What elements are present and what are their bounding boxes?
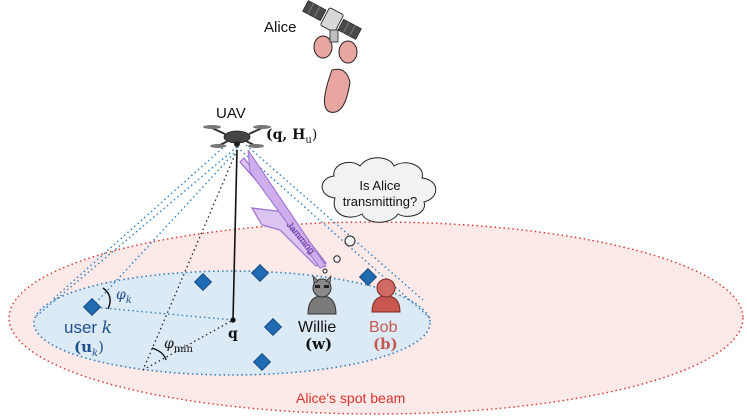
min-angle-line <box>142 149 238 371</box>
thought-line-2: transmitting? <box>343 194 417 209</box>
user-marker <box>82 297 102 317</box>
alice-label: Alice <box>264 19 297 36</box>
user-to-q-line <box>91 306 234 321</box>
uav-label: UAV <box>216 105 246 122</box>
user-marker <box>358 267 378 287</box>
altitude-line <box>232 149 238 321</box>
user-marker <box>263 317 283 337</box>
spot-beam-label: Alice's spot beam <box>296 390 405 406</box>
willie-icon <box>307 274 337 315</box>
q-point <box>230 317 236 323</box>
bob-icon <box>371 278 401 313</box>
user-pos-label: (uk) <box>74 338 104 359</box>
thought-line-1: Is Alice <box>359 178 400 193</box>
user-marker <box>193 272 213 292</box>
drone-icon <box>203 125 271 148</box>
willie-pos: (w) <box>305 335 332 353</box>
willie-label: Willie <box>298 319 336 336</box>
phi-k-label: φk <box>116 287 132 306</box>
phi-min-label: φmin <box>164 336 193 355</box>
phi-k-arc <box>102 287 111 310</box>
user-marker <box>250 263 270 283</box>
q-label: q <box>228 326 238 342</box>
bob-label: Bob <box>369 319 398 336</box>
uav-params: (q, Hu) <box>266 127 317 146</box>
user-k-label: user k <box>64 318 112 338</box>
thought-cloud-icon <box>321 157 437 274</box>
uav-cone-lines <box>33 144 431 319</box>
min-angle-base <box>142 319 234 371</box>
bob-pos: (b) <box>373 335 398 353</box>
uav-coverage-area <box>33 270 431 376</box>
user-marker <box>252 352 272 372</box>
user-markers <box>82 263 378 372</box>
satellite-icon <box>302 0 362 113</box>
jamming-bolt-icon <box>239 149 328 269</box>
phi-min-arc <box>151 347 167 361</box>
